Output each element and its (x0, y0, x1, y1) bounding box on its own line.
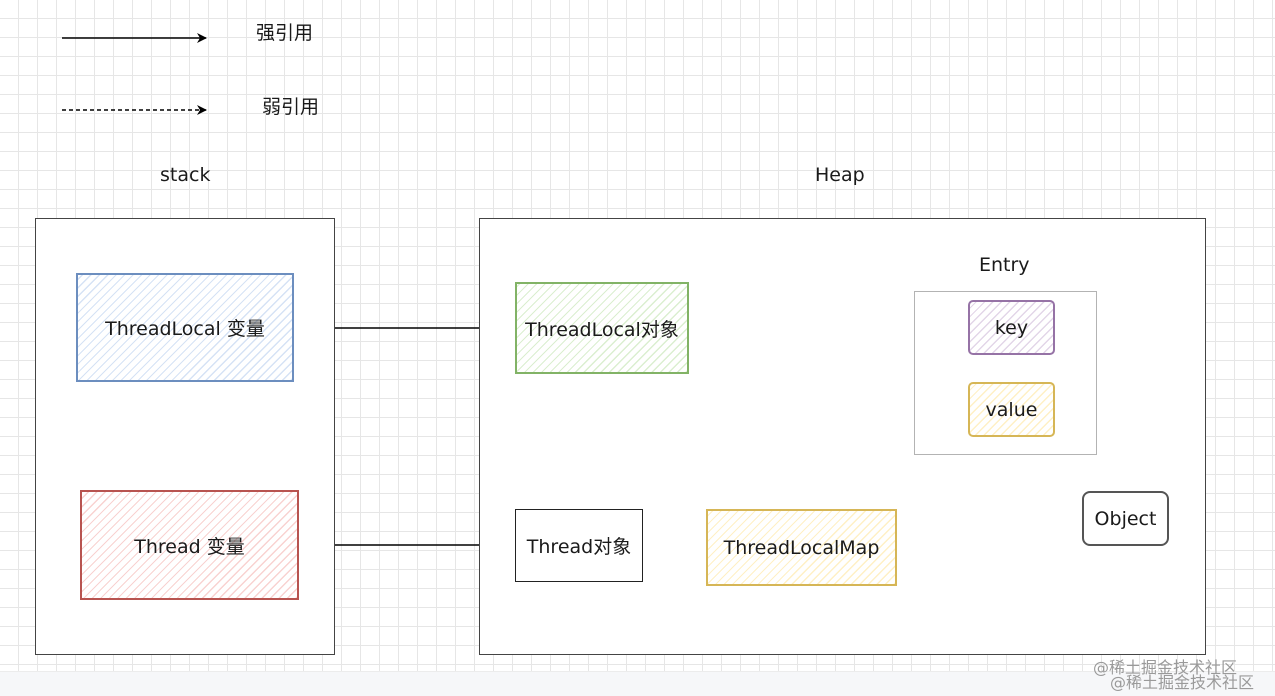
stack-region (35, 218, 335, 655)
object-node[interactable]: Object (1082, 491, 1169, 546)
threadlocalmap-node[interactable]: ThreadLocalMap (706, 509, 897, 586)
legend-weak-label: 弱引用 (262, 96, 320, 118)
value-node[interactable]: value (968, 382, 1055, 437)
watermark-text: @稀土掘金技术社区 (1093, 658, 1238, 677)
watermark-text-shadow: @稀土掘金技术社区 (1110, 673, 1255, 692)
entry-label: Entry (979, 254, 1030, 276)
legend-strong-label: 强引用 (256, 22, 314, 44)
thread-object-node[interactable]: Thread对象 (515, 509, 643, 582)
heap-label: Heap (815, 164, 865, 186)
footer-bar (0, 671, 1275, 696)
threadlocal-variable-node[interactable]: ThreadLocal 变量 (76, 273, 294, 382)
stack-label: stack (160, 164, 211, 186)
entry-box (914, 291, 1097, 455)
key-node[interactable]: key (968, 300, 1055, 355)
thread-variable-node[interactable]: Thread 变量 (80, 490, 299, 600)
threadlocal-object-node[interactable]: ThreadLocal对象 (515, 282, 689, 374)
